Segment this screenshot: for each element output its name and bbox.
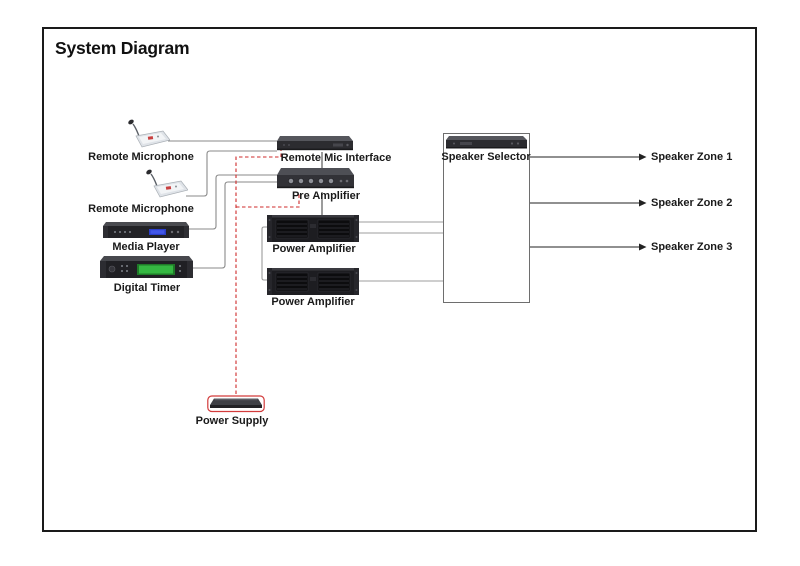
rack-unit-icon (267, 215, 359, 242)
label-power-supply: Power Supply (195, 415, 269, 427)
page-title: System Diagram (55, 38, 190, 58)
label-speaker-zone-1: Speaker Zone 1 (651, 151, 733, 163)
label-power-amplifier-2: Power Amplifier (271, 296, 355, 308)
remote-microphone-icon (128, 119, 170, 148)
device-power-supply (207, 394, 265, 414)
device-power-amplifier-2 (267, 268, 359, 295)
label-speaker-zone-2: Speaker Zone 2 (651, 197, 733, 209)
label-remote-microphone-2: Remote Microphone (88, 203, 194, 215)
device-remote-microphone-2 (144, 168, 188, 198)
label-speaker-selector: Speaker Selector (441, 151, 531, 163)
rack-unit-icon (267, 268, 359, 295)
diagram-frame (42, 27, 757, 532)
device-power-amplifier-1 (267, 215, 359, 242)
label-media-player: Media Player (112, 241, 180, 253)
rack-unit-icon (277, 136, 353, 151)
rack-unit-icon (446, 136, 527, 149)
device-digital-timer (100, 256, 193, 281)
label-remote-microphone-1: Remote Microphone (88, 151, 194, 163)
speaker-selector-box (443, 133, 530, 303)
device-remote-microphone-1 (126, 118, 170, 148)
label-digital-timer: Digital Timer (113, 282, 181, 294)
rack-unit-icon (100, 256, 193, 278)
label-remote-mic-interface: Remote Mic Interface (280, 152, 392, 164)
label-speaker-zone-3: Speaker Zone 3 (651, 241, 733, 253)
device-pre-amplifier (277, 168, 354, 192)
rack-unit-icon (103, 222, 189, 238)
device-speaker-selector (446, 136, 527, 150)
remote-microphone-icon (146, 169, 188, 198)
rack-unit-icon (277, 168, 354, 189)
device-remote-mic-interface (277, 136, 353, 152)
label-power-amplifier-1: Power Amplifier (272, 243, 356, 255)
label-pre-amplifier: Pre Amplifier (291, 190, 361, 202)
device-media-player (103, 222, 189, 240)
power-supply-icon (207, 395, 265, 413)
